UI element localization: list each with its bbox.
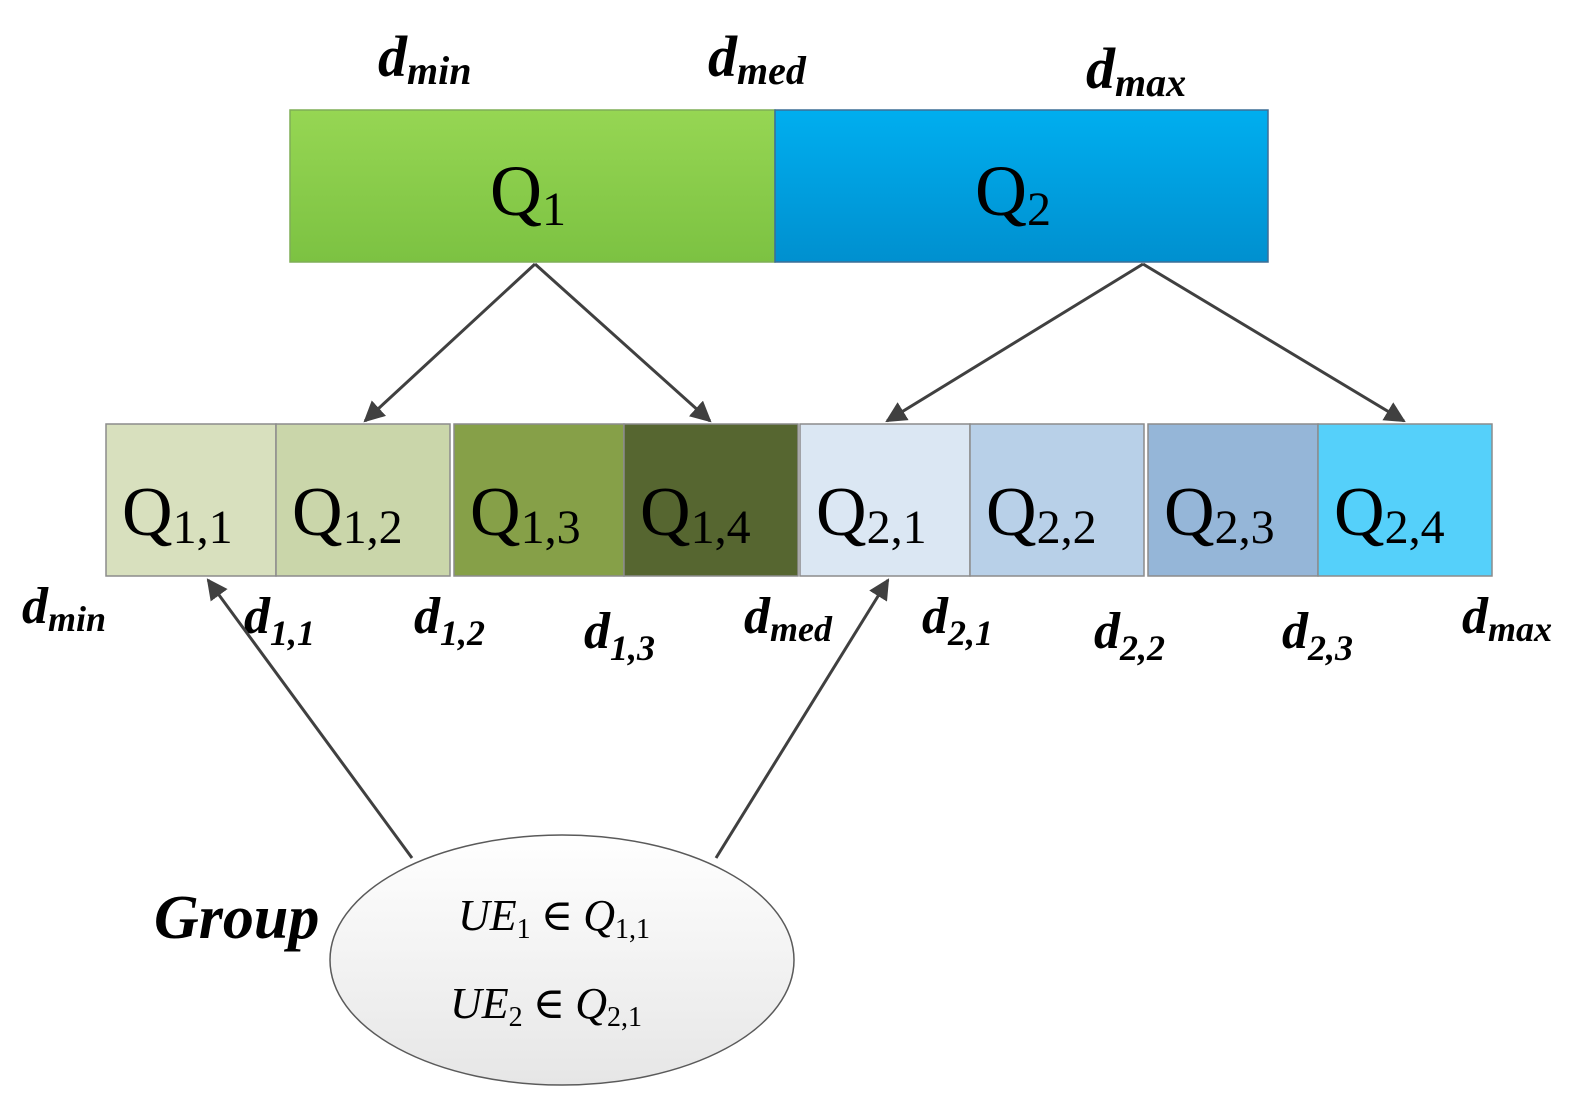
block-q12 <box>275 423 451 577</box>
block-q12-label: Q1,2 <box>292 474 403 554</box>
block-q14 <box>623 423 799 577</box>
top-label-dmed: dmed <box>708 24 807 93</box>
bottom-label-d21: d2,1 <box>922 588 993 653</box>
block-q23-label: Q2,3 <box>1164 474 1275 554</box>
block-q21 <box>799 423 971 577</box>
arrow-group-to-q11 <box>206 578 414 859</box>
block-q2-label: Q2 <box>975 151 1051 236</box>
bottom-label-d23: d2,3 <box>1282 603 1353 668</box>
block-q11-label: Q1,1 <box>122 474 233 554</box>
block-q14-label: Q1,4 <box>640 474 751 554</box>
group-member-ue2: UE2∈Q2,1 <box>450 979 642 1033</box>
group-member-ue1: UE1∈Q1,1 <box>458 891 650 945</box>
arrow-q1-to-q14 <box>533 262 712 423</box>
block-q22-label: Q2,2 <box>986 474 1097 554</box>
arrow-q1-to-q12 <box>363 262 537 423</box>
arrow-group-to-q21 <box>714 578 890 859</box>
bottom-label-d12: d1,2 <box>414 588 485 653</box>
block-q24-label: Q2,4 <box>1334 474 1445 554</box>
top-label-dmax: dmax <box>1086 36 1186 105</box>
block-q11 <box>105 423 277 577</box>
top-label-dmin: dmin <box>378 24 471 93</box>
block-q1 <box>289 109 776 263</box>
arrow-q2-to-q21 <box>885 262 1144 423</box>
block-q13 <box>453 423 625 577</box>
block-q21-label: Q2,1 <box>816 474 927 554</box>
block-q2 <box>774 109 1269 263</box>
bottom-label-dmax: dmax <box>1462 588 1552 649</box>
bottom-label-d13: d1,3 <box>584 603 655 668</box>
block-q22 <box>969 423 1145 577</box>
block-q1-label: Q1 <box>490 151 566 236</box>
bottom-label-dmed: dmed <box>744 588 833 649</box>
arrow-q2-to-q24 <box>1142 262 1406 423</box>
block-q23 <box>1147 423 1319 577</box>
group-ellipse <box>329 834 795 1086</box>
bottom-label-dmin: dmin <box>22 578 106 639</box>
block-q24 <box>1317 423 1493 577</box>
block-q13-label: Q1,3 <box>470 474 581 554</box>
group-label: Group <box>154 884 319 952</box>
bottom-label-d22: d2,2 <box>1094 603 1165 668</box>
